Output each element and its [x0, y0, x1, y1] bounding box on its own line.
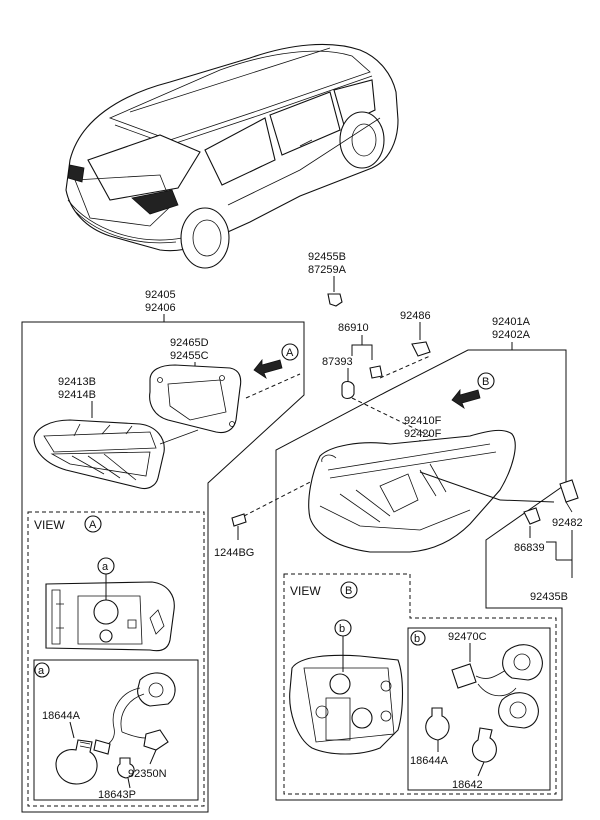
label-92413b: 92413B — [58, 376, 96, 388]
gasket-92465d — [149, 364, 242, 434]
cap-92486 — [411, 341, 431, 357]
label-87259a: 87259A — [308, 264, 347, 276]
connector-92470c — [451, 663, 477, 689]
view-arrow-b — [451, 388, 481, 410]
vehicle-illustration — [65, 43, 399, 269]
socket-92350n-lower — [143, 729, 169, 751]
outer-lamp-group: 92401A 92402A B 92410F 92420F 92482 8683… — [275, 316, 583, 801]
bulb-18642 — [471, 727, 497, 763]
socket-upper-b — [502, 644, 543, 681]
bulb-18643p — [116, 757, 135, 779]
label-92486: 92486 — [400, 310, 431, 322]
label-18643p: 18643P — [98, 789, 136, 801]
grommet-87393 — [341, 380, 355, 400]
detail-b-box-letter: b — [414, 633, 420, 645]
label-92401a: 92401A — [492, 316, 531, 328]
view-b-title: VIEW — [290, 584, 321, 598]
bulb-18644a-right — [425, 707, 450, 741]
label-92465d: 92465D — [170, 337, 209, 349]
detail-a-box-letter: a — [38, 665, 45, 677]
label-92410f: 92410F — [404, 415, 442, 427]
screw-1244bg — [231, 513, 247, 527]
view-a-title: VIEW — [34, 518, 65, 532]
label-18644a-left: 18644A — [42, 710, 81, 722]
label-87393: 87393 — [322, 356, 353, 368]
detail-a-circle-letter: a — [102, 561, 109, 573]
label-92402a: 92402A — [492, 329, 531, 341]
arrow-b-letter: B — [482, 376, 489, 388]
label-92406: 92406 — [145, 302, 176, 314]
lamp-back-view-b — [289, 654, 403, 755]
view-b-letter: B — [345, 585, 352, 597]
label-92455b: 92455B — [308, 251, 346, 263]
label-92350n: 92350N — [128, 768, 167, 780]
label-86839: 86839 — [514, 542, 545, 554]
socket-92350n-upper — [137, 672, 176, 707]
outer-lamp-92410f — [308, 429, 516, 553]
label-92435b: 92435B — [530, 591, 568, 603]
label-92420f: 92420F — [404, 428, 442, 440]
arrow-a-letter: A — [286, 347, 294, 359]
fastener-group: 92455B 87259A 86910 92486 87393 1244BG — [214, 251, 431, 559]
inner-lamp-group: 92405 92406 92465D 92455C A 92413B 92414… — [21, 289, 305, 813]
label-18642: 18642 — [452, 779, 483, 791]
label-92405: 92405 — [145, 289, 176, 301]
label-92455c: 92455C — [170, 350, 209, 362]
bolt-92482 — [559, 479, 579, 503]
socket-lower-b — [498, 692, 539, 729]
label-1244bg: 1244BG — [214, 547, 254, 559]
view-arrow-a — [253, 358, 283, 380]
view-a-letter: A — [89, 519, 97, 531]
nut-86839 — [523, 507, 541, 525]
label-86910: 86910 — [338, 322, 369, 334]
label-92482: 92482 — [552, 517, 583, 529]
detail-b-circle-letter: b — [339, 623, 345, 635]
label-18644a-right: 18644A — [410, 755, 449, 767]
nut-92455b — [327, 293, 343, 307]
inner-lamp-92413b — [33, 419, 165, 490]
bulb-18644a-left — [55, 739, 98, 785]
label-92414b: 92414B — [58, 389, 96, 401]
clip-86910 — [369, 365, 383, 379]
label-92470c: 92470C — [448, 631, 487, 643]
